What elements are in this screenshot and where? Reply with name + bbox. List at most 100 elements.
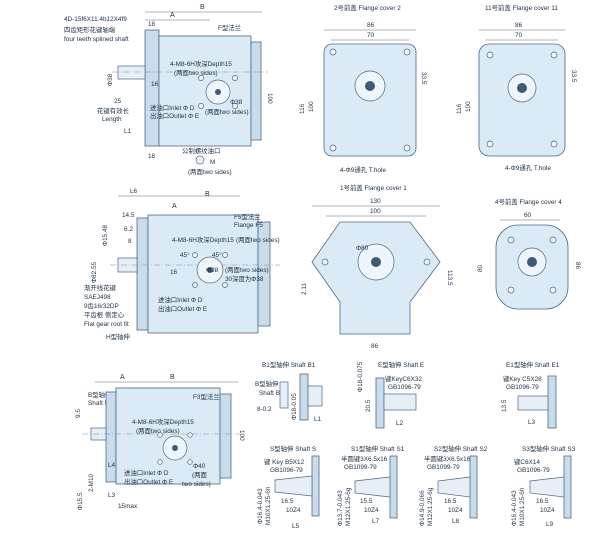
shaft-s2-profile (437, 476, 471, 498)
bot-bshaft-cn: B型轴伸 (88, 390, 111, 399)
cover2-hole-1 (329, 48, 337, 56)
shaft-s-key: 键 Key B5X12 (264, 457, 305, 466)
pump-view-f-flange: 4D-15f6X11.4b12X4f9 四齿矩形花键轴端 four teeth … (64, 4, 273, 176)
shaft-e-std: GB1096-79 (388, 384, 421, 391)
shaft-e1-profile (517, 395, 549, 411)
cover2-hole-2 (403, 48, 411, 56)
metric-port-icon (195, 155, 205, 165)
bot-dim-100: 100 (238, 430, 245, 441)
thread-port-two: (两面two sides) (188, 168, 232, 176)
mid-spline-std: SAEJ498 (84, 294, 111, 301)
cover4-title: 4号前盖 Flange cover 4 (495, 197, 562, 206)
cover1-hole-left (321, 258, 329, 266)
shaft-s3-dim2: 10Z4 (540, 507, 555, 514)
mid-dim-145: 14.5 (122, 212, 135, 219)
shaft-s-dia: Φ16.4-0.043 (257, 488, 264, 524)
cover11-hole-1 (486, 51, 494, 59)
shaft-e1-detail: E1型轴伸 Shaft E1 键Key C5X28 GB1096-79 13.5… (501, 360, 560, 429)
shaft-b1-profile (307, 385, 323, 407)
mid-flat-cn: 平齿根 侧定心 (84, 310, 125, 319)
pump-view-f5-flange: L6 A B 14.5 6.2 8 Φ15.48 Φ82.55 F5型法兰 Fl… (84, 188, 280, 341)
cover11-holes: 4-Φ9通孔 T.hole (505, 163, 551, 172)
front-cover-plate (144, 29, 160, 147)
shaft-s3-title: S3型轴伸 Shaft S3 (522, 444, 576, 453)
key-cn-label: 花键有效长 (97, 106, 130, 115)
spline-en-label: four teeth splined shaft (64, 36, 129, 43)
bot-bshaft-en: Shaft B (88, 400, 109, 407)
shaft-b-en: Shaft B (259, 390, 280, 397)
shaft-s2-key: 半圆键3X6.5x16 (424, 454, 471, 463)
mid-port-depth: 30深度为Φ38 (225, 274, 264, 283)
shaft-s1-detail: S1型轴伸 Shaft S1 半圆键3X6.5x16 GB1099-79 15.… (337, 444, 405, 526)
dim-100: 100 (266, 93, 273, 104)
spline-spec-label: 4D-15f6X11.4b12X4f9 (64, 16, 127, 23)
flange-type-label: F型法兰 (218, 23, 242, 32)
shaft-s-flange (311, 455, 320, 517)
cover4-hole-3 (507, 286, 515, 294)
mid-bolt-3 (192, 282, 198, 288)
cover1-dim130: 130 (370, 198, 381, 205)
mid-thread-two: (两面two sides) (236, 236, 280, 244)
cover2-hole-4 (403, 144, 411, 152)
bot-inlet: 进油口Inlet Φ D (124, 468, 169, 477)
cover2-holes: 4-Φ9通孔 T.hole (340, 165, 386, 174)
shaft-s3-dim1: 16.5 (536, 498, 549, 505)
shaft-b-title: B型轴伸 (255, 379, 278, 388)
mid-dim-16: 16 (170, 269, 178, 276)
dim-16: 16 (151, 81, 159, 88)
dim-a-top: A (170, 12, 175, 19)
cover11-dim86: 86 (515, 22, 523, 29)
key-en-label: Length (102, 116, 122, 123)
flange-cover-11: 11号前盖 Flange cover 11 86 70 33.5 116 100… (456, 3, 577, 172)
shaft-s1-l: L7 (372, 518, 380, 525)
cover4-dim60: 60 (524, 212, 532, 219)
shaft-s2-std: GB1099-79 (427, 464, 460, 471)
dim-25: 25 (114, 98, 122, 105)
port-two-sides: (两面two sides) (205, 108, 249, 116)
bot-pump-body (115, 387, 221, 485)
bot-thread: 4-M8-6H攻深Depth15 (132, 417, 194, 426)
bot-dim-15max: 15max (118, 503, 138, 510)
bot-bolt-4 (187, 459, 193, 465)
shaft-e1-key: 键Key C5X28 (503, 374, 542, 383)
bot-dim-a: A (120, 374, 125, 381)
cover1-dim1135: 113.5 (446, 270, 453, 286)
cover2-title: 2号前盖 Flange cover 2 (334, 3, 401, 12)
mid-dim-62: 6.2 (124, 226, 133, 233)
shaft-b-b1-detail: B1型轴伸 Shaft B1 B型轴伸 Shaft B 8-0.2 Φ18-0.… (255, 360, 323, 423)
mid-flange-en: Flange F5 (234, 222, 263, 229)
shaft-b-profile (279, 381, 289, 409)
shaft-e-title: E型轴伸 Shaft E (378, 360, 424, 369)
cover1-dim211: 2.11 (301, 283, 308, 295)
shaft-s3-thread: M10X1.25-6h (519, 487, 526, 526)
bolt-hole-3 (198, 103, 204, 109)
cover2-dim116: 116 (299, 103, 306, 114)
shaft-b-dim: 8-0.2 (257, 406, 272, 413)
flange-cover-2: 2号前盖 Flange cover 2 86 70 33.5 116 100 4… (299, 3, 427, 174)
shaft-s2-dia: Φ14.9-0.066 (419, 490, 426, 526)
mid-dim-8: 8 (128, 238, 132, 245)
bot-thread-two: (两面two sides) (136, 427, 180, 435)
rear-cover (250, 41, 262, 141)
inlet-label: 进油口Inlet Φ D (150, 103, 195, 112)
mid-h-shaft: H型轴伸 (106, 332, 130, 341)
thread-port-m: M (210, 159, 215, 166)
cover11-hole-4 (550, 140, 558, 148)
cover11-dim116: 116 (456, 103, 463, 114)
pump-view-f3-flange: A B B型轴伸 Shaft B 9.5 F3型法兰 4-M8-6H攻深Dept… (75, 374, 245, 510)
shaft-b1-title: B1型轴伸 Shaft B1 (262, 360, 316, 369)
port-dia-label: Φ38 (230, 99, 243, 106)
bot-dim-dia: Φ15.5 (77, 492, 84, 510)
cover2-shaft (365, 81, 375, 91)
shaft-s1-dim1: 15.5 (360, 498, 373, 505)
dim-l1: L1 (124, 128, 132, 135)
bot-dim-2m10: 2-M10 (88, 473, 95, 492)
shaft-s2-l: L8 (452, 518, 460, 525)
cover1-shaft (371, 257, 381, 267)
mid-outlet: 出油口Outlet Φ E (158, 304, 207, 313)
shaft-s3-dia: Φ16.4-0.043 (511, 490, 518, 526)
shaft-e1-title: E1型轴伸 Shaft E1 (506, 360, 560, 369)
port-center (215, 89, 221, 95)
bolt-hole-2 (232, 75, 238, 81)
cover2-dim70: 70 (367, 32, 375, 39)
